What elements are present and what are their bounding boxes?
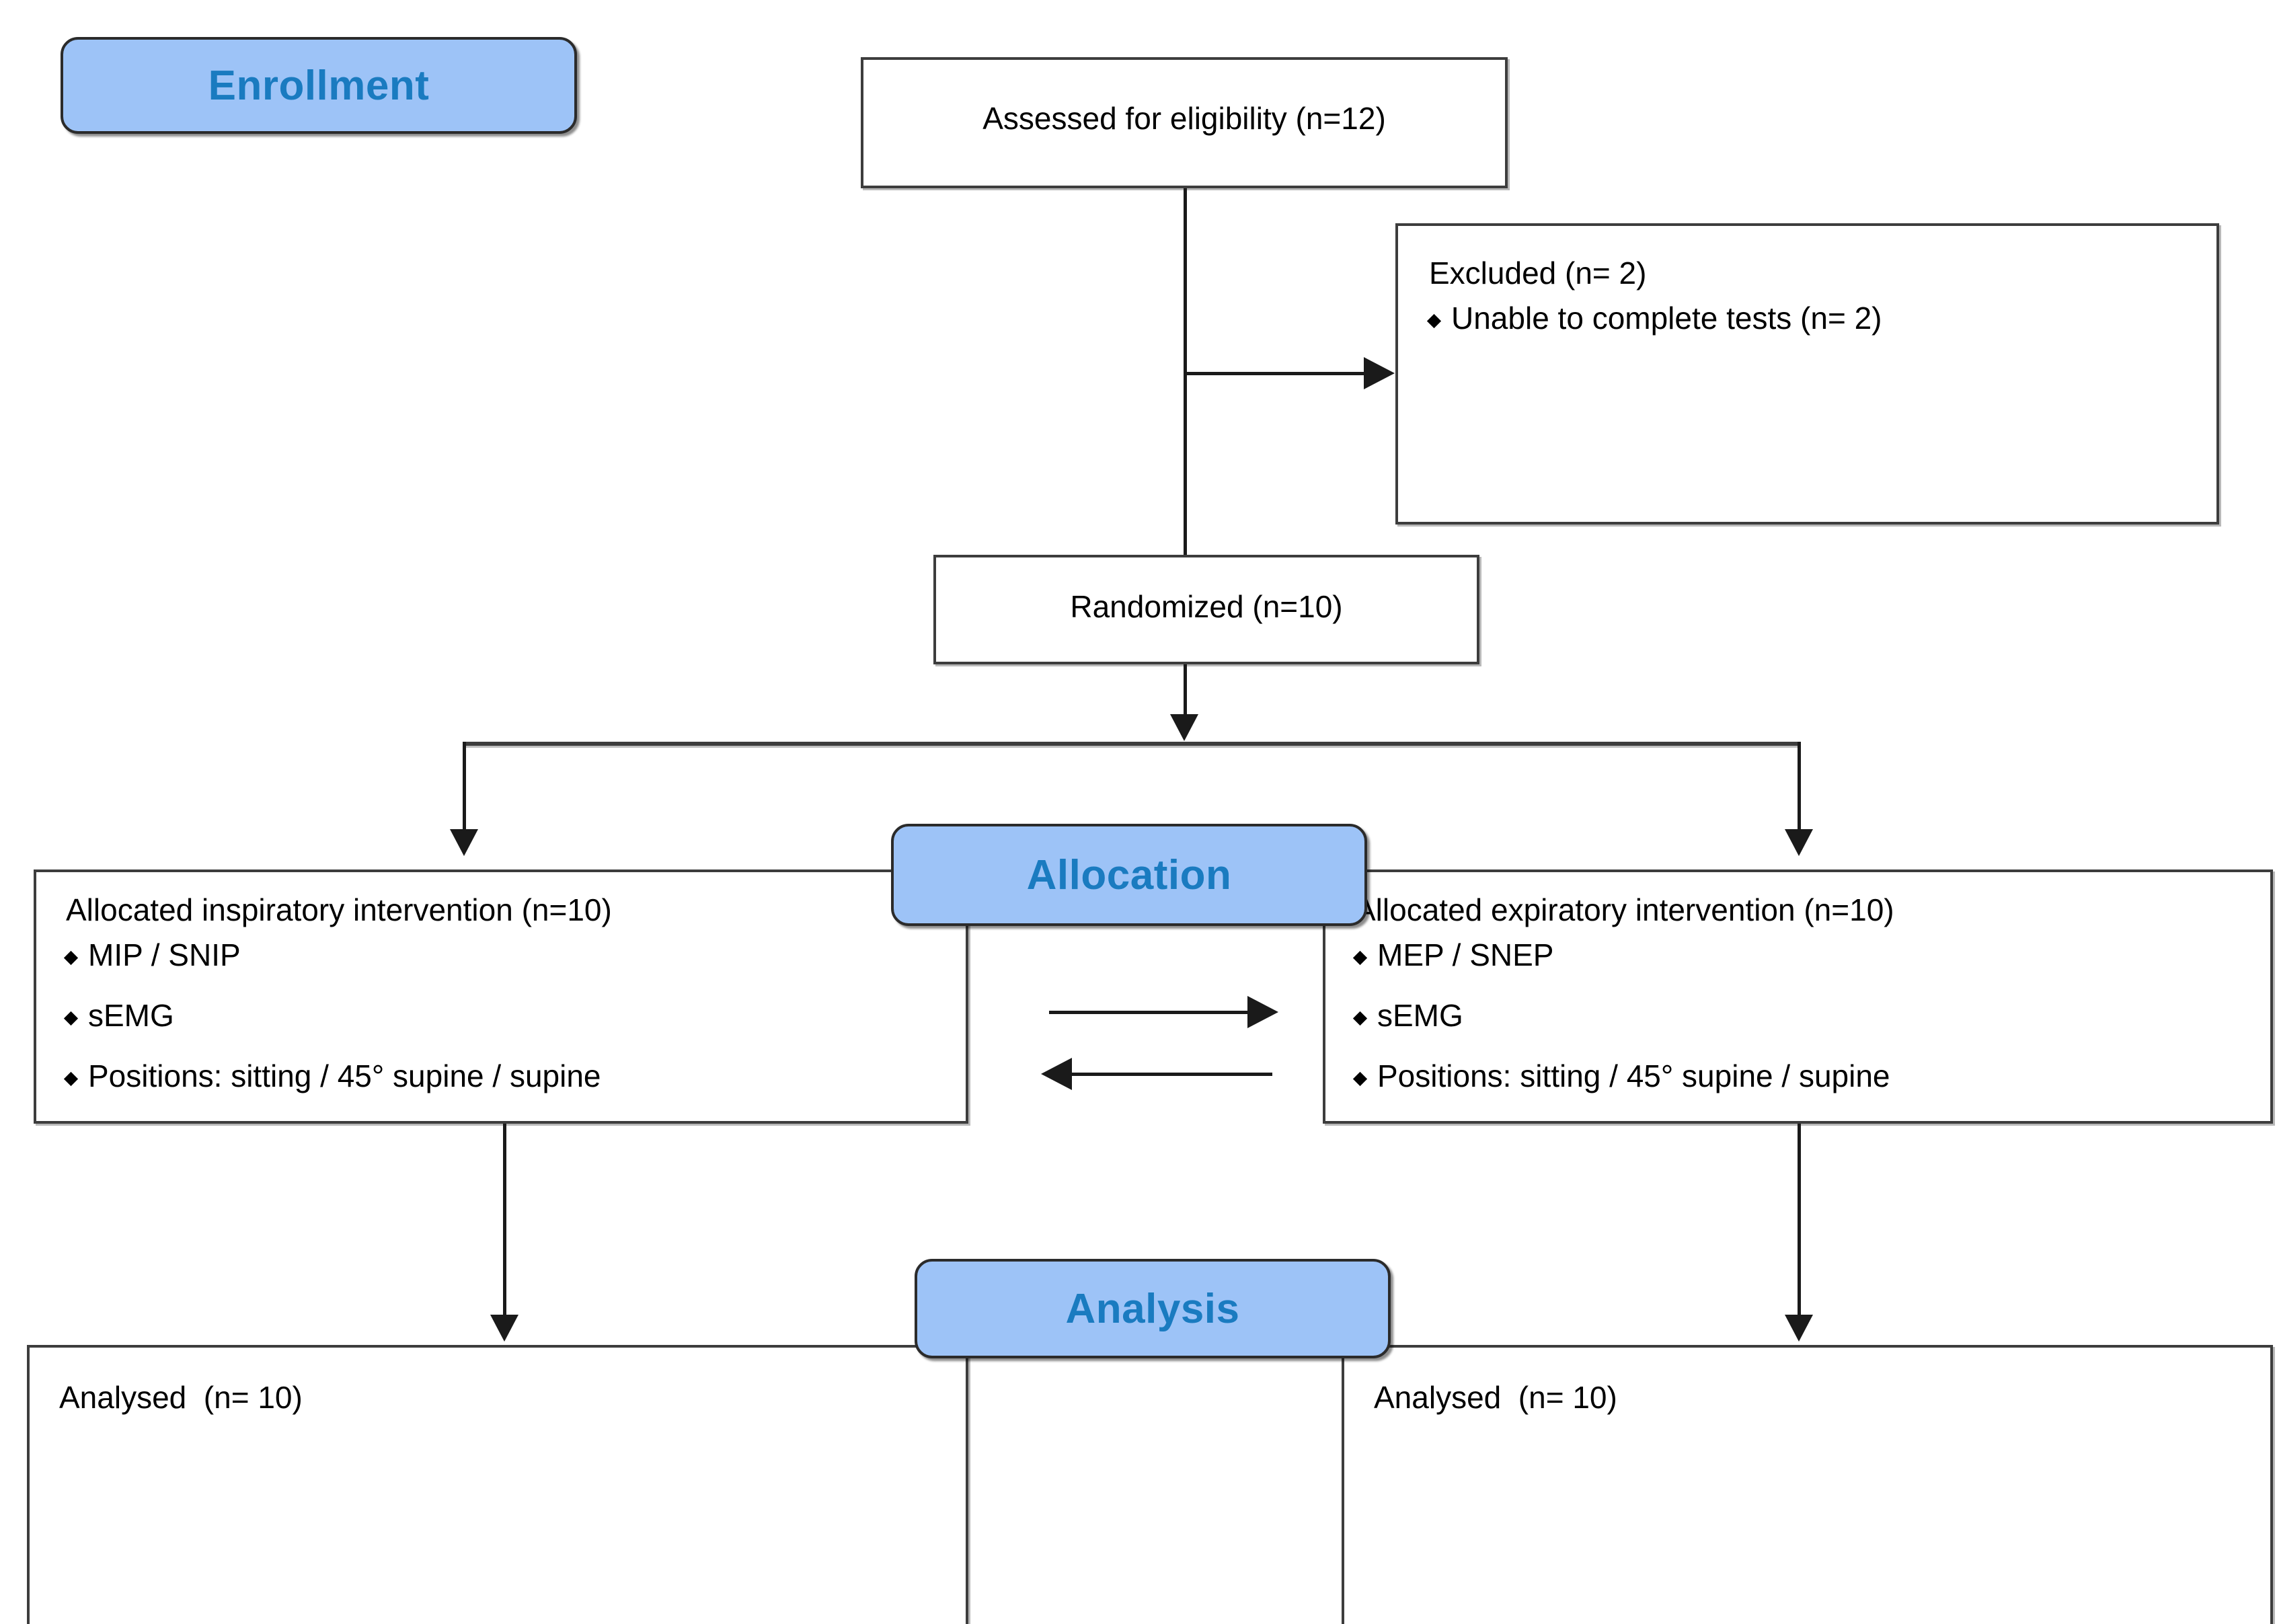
stage-badge-analysis: Analysis [915,1259,1391,1358]
connector-randomized-arrowhead [1170,714,1198,741]
excluded-heading: Excluded (n= 2) [1429,256,1647,291]
allocated-left-item: sEMG [66,997,174,1034]
stage-label-analysis: Analysis [1065,1285,1240,1332]
diamond-bullet-icon [66,1059,76,1084]
box-allocated-expiratory: Allocated expiratory intervention (n=10)… [1323,869,2273,1124]
diamond-bullet-icon [1355,1059,1365,1084]
box-randomized: Randomized (n=10) [933,555,1479,664]
box-assessed-for-eligibility: Assessed for eligibility (n=12) [861,57,1508,188]
connector-split-left-stem [463,742,466,833]
randomized-text: Randomized (n=10) [1070,589,1343,624]
stage-label-enrollment: Enrollment [208,62,430,109]
allocated-right-item-label: sEMG [1377,998,1463,1033]
connector-left-allocation-to-analysed-stem [503,1124,506,1319]
connector-left-allocation-to-analysed-arrowhead [490,1315,518,1342]
diamond-bullet-icon [66,938,76,963]
stage-badge-allocation: Allocation [891,824,1367,926]
diamond-bullet-icon [66,999,76,1023]
connector-crossover-left-arrowhead [1041,1058,1072,1090]
connector-right-allocation-to-analysed-arrowhead [1785,1315,1813,1342]
connector-split-left-arrowhead [450,829,478,856]
diamond-bullet-icon [1355,938,1365,963]
connector-right-allocation-to-analysed-stem [1798,1124,1801,1319]
stage-badge-enrollment: Enrollment [61,37,577,134]
allocated-right-item: Positions: sitting / 45° supine / supine [1355,1058,1890,1094]
connector-crossover-left-line [1071,1073,1272,1076]
allocated-left-item-label: sEMG [88,998,174,1033]
connector-crossover-right-line [1049,1011,1251,1014]
stage-label-allocation: Allocation [1026,851,1232,898]
analysed-right-text: Analysed (n= 10) [1374,1380,1617,1415]
box-analysed-right: Analysed (n= 10) [1342,1345,2273,1624]
connector-randomized-stem [1184,664,1187,718]
allocated-right-item-label: MEP / SNEP [1377,937,1554,972]
allocated-left-item: Positions: sitting / 45° supine / supine [66,1058,601,1094]
allocated-left-item-label: MIP / SNIP [88,937,241,972]
allocated-right-heading: Allocated expiratory intervention (n=10) [1355,892,1894,927]
box-excluded: Excluded (n= 2) Unable to complete tests… [1395,223,2219,525]
connector-split-right-arrowhead [1785,829,1813,856]
allocated-right-item: MEP / SNEP [1355,937,1553,973]
excluded-item: Unable to complete tests (n= 2) [1429,300,1882,336]
connector-split-bar [463,742,1801,746]
allocated-left-heading: Allocated inspiratory intervention (n=10… [66,892,612,927]
excluded-item-label: Unable to complete tests (n= 2) [1451,301,1882,336]
allocated-right-item-label: Positions: sitting / 45° supine / supine [1377,1058,1890,1093]
box-analysed-left: Analysed (n= 10) [27,1345,968,1624]
box-allocated-inspiratory: Allocated inspiratory intervention (n=10… [34,869,968,1124]
connector-assessed-to-excluded-line [1184,372,1365,375]
diamond-bullet-icon [1355,999,1365,1023]
analysed-left-text: Analysed (n= 10) [59,1380,303,1415]
assessed-text: Assessed for eligibility (n=12) [982,101,1386,136]
allocated-left-item-label: Positions: sitting / 45° supine / supine [88,1058,601,1093]
connector-crossover-right-arrowhead [1247,996,1278,1028]
connector-assessed-to-excluded-arrowhead [1364,357,1395,389]
allocated-left-item: MIP / SNIP [66,937,241,973]
diamond-bullet-icon [1429,301,1439,326]
allocated-right-item: sEMG [1355,997,1463,1034]
connector-split-right-stem [1798,742,1801,833]
